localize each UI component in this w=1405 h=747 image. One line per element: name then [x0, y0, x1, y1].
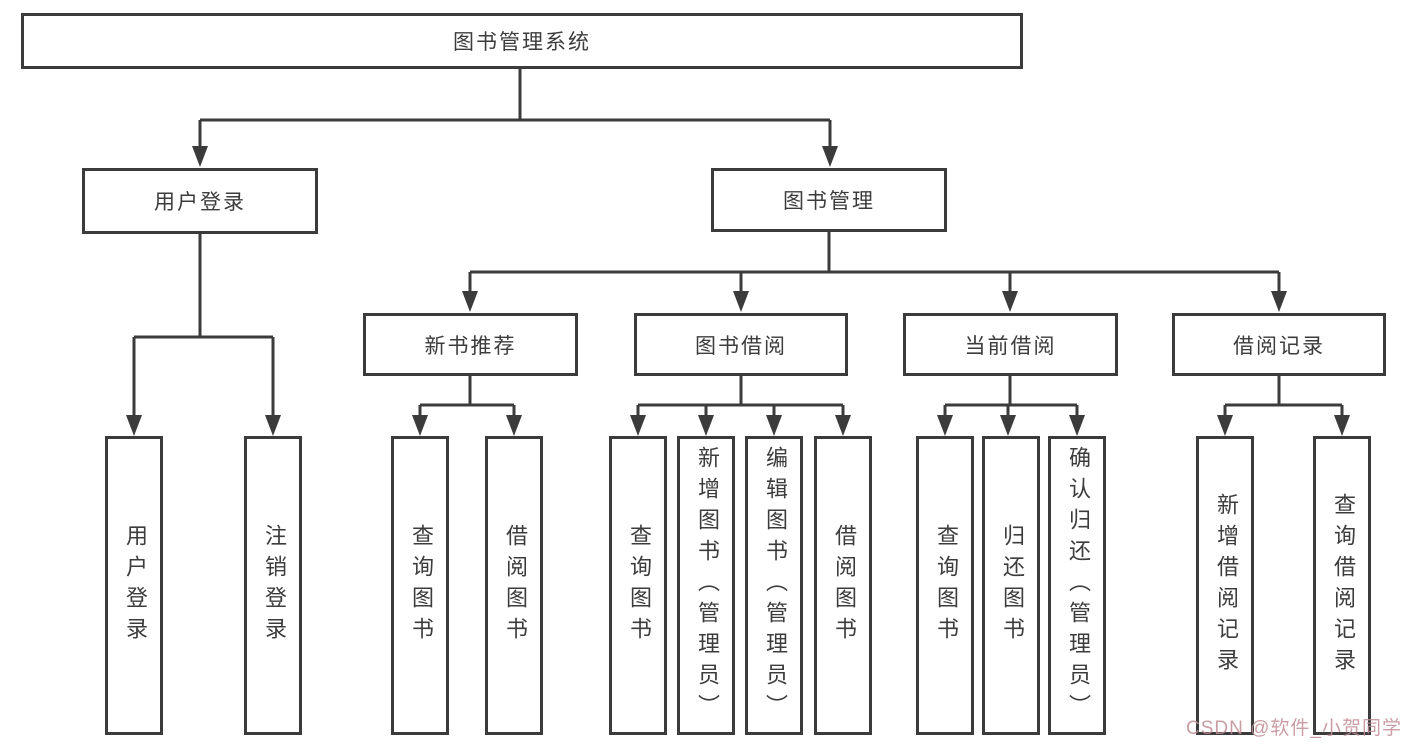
node-current-borrowing: 当前借阅: [903, 313, 1118, 376]
node-new-book-recommendation: 新书推荐: [363, 313, 578, 376]
leaf-query-books: 查询图书: [391, 436, 449, 735]
leaf-add-books-admin: 新增图书（管理员）: [677, 436, 735, 735]
csdn-watermark: CSDN @软件_小贺同学: [1186, 718, 1402, 739]
leaf-user-login: 用户登录: [105, 436, 163, 735]
leaf-borrow-books-2: 借阅图书: [814, 436, 872, 735]
leaf-add-borrow-record: 新增借阅记录: [1196, 436, 1254, 735]
connector-lines: [132, 69, 1344, 419]
leaf-logout: 注销登录: [244, 436, 302, 735]
node-library-management-system: 图书管理系统: [21, 13, 1023, 69]
node-book-borrowing: 图书借阅: [634, 313, 848, 376]
leaf-query-books-2: 查询图书: [609, 436, 667, 735]
leaf-edit-books-admin: 编辑图书（管理员）: [745, 436, 803, 735]
node-book-management: 图书管理: [711, 168, 947, 232]
arrowhead-icons: [126, 146, 1350, 436]
leaf-query-borrow-record: 查询借阅记录: [1313, 436, 1371, 735]
node-user-login: 用户登录: [82, 168, 318, 234]
leaf-query-books-3: 查询图书: [916, 436, 974, 735]
leaf-return-books: 归还图书: [982, 436, 1040, 735]
leaf-borrow-books: 借阅图书: [485, 436, 543, 735]
leaf-confirm-return-admin: 确认归还（管理员）: [1048, 436, 1106, 735]
node-borrowing-records: 借阅记录: [1172, 313, 1386, 376]
